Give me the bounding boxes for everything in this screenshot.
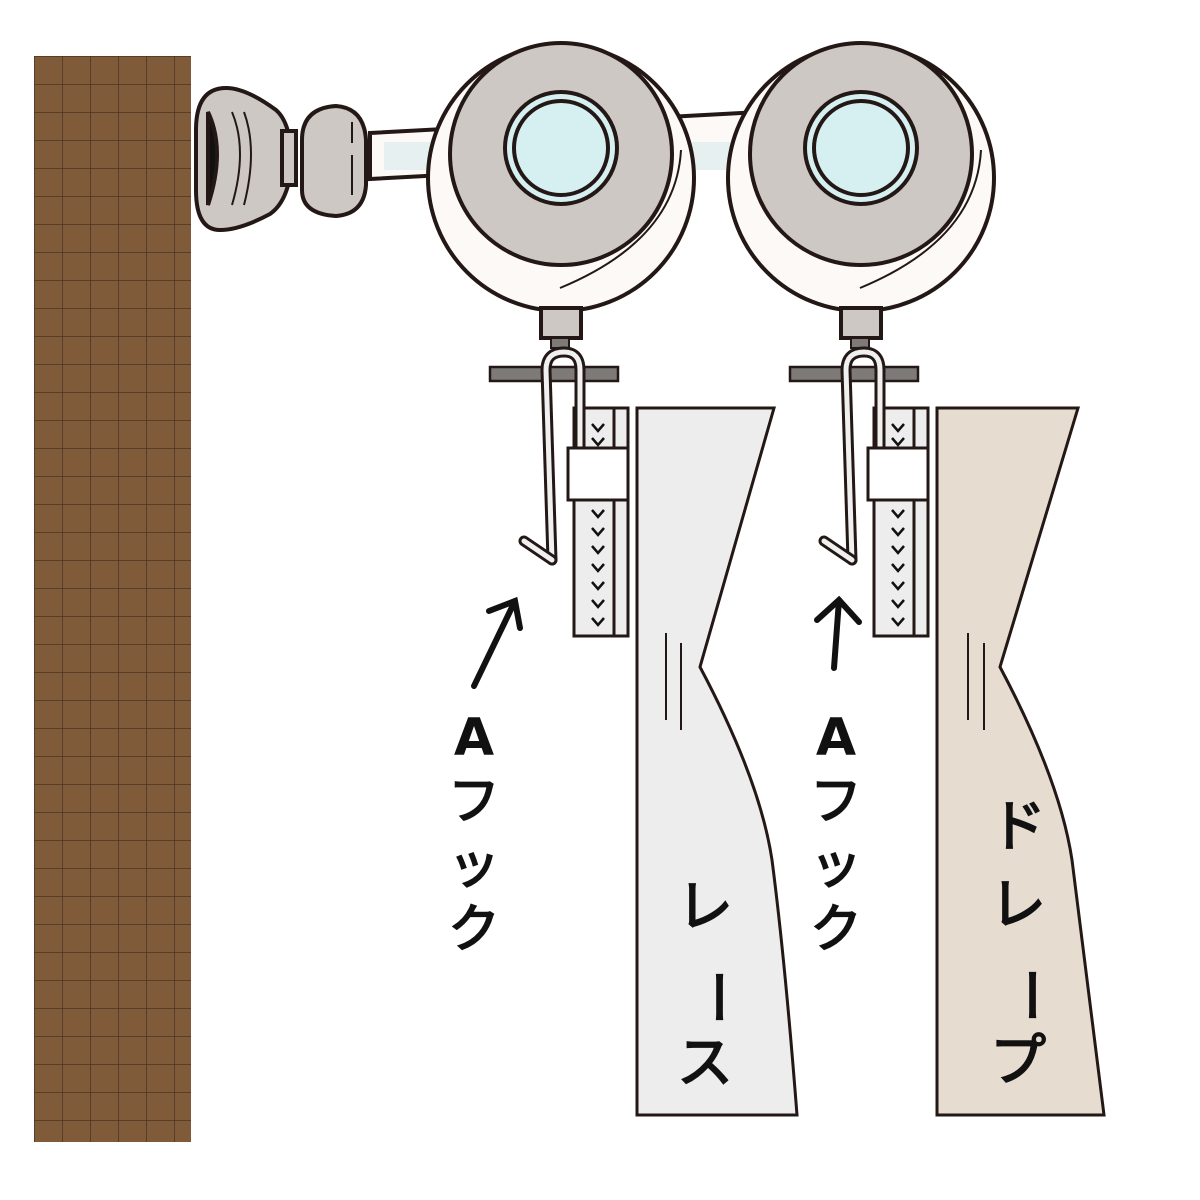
tape-chevrons [591, 423, 605, 627]
label-char: ク [447, 900, 500, 960]
label-char: フ [809, 772, 862, 832]
drape-curtain [935, 406, 1106, 1117]
label-char: フ [447, 772, 500, 832]
label-char: ス [677, 1031, 733, 1096]
label-char: レ [677, 875, 733, 940]
a-hook-left [518, 346, 630, 638]
lace-curtain [635, 406, 799, 1117]
label-char: A [815, 708, 857, 768]
runner-right [726, 41, 996, 349]
a-hook-label-left: A フ ッ ク [444, 712, 504, 968]
label-char: ッ [447, 836, 500, 896]
label-char: ク [809, 900, 862, 960]
tape-chevrons [891, 423, 905, 627]
wall [34, 56, 191, 1142]
label-char: レ [990, 873, 1046, 938]
label-char: ド [990, 795, 1046, 860]
hook-flanges [488, 365, 920, 383]
a-hook-right [818, 346, 930, 638]
a-hook-label-right: A フ ッ ク [806, 712, 866, 968]
label-char: ー [997, 967, 1062, 1023]
label-char: A [453, 708, 495, 768]
label-char: プ [990, 1029, 1046, 1094]
rail-bracket [194, 85, 368, 233]
arrow-icon-left [471, 596, 523, 689]
label-char: ー [684, 969, 749, 1025]
drape-label: ド レ ー プ [988, 795, 1062, 1112]
arrow-icon-right [814, 595, 862, 671]
lace-label: レ ー ス [675, 875, 749, 1114]
runner-left [426, 41, 696, 349]
label-char: ッ [809, 836, 862, 896]
